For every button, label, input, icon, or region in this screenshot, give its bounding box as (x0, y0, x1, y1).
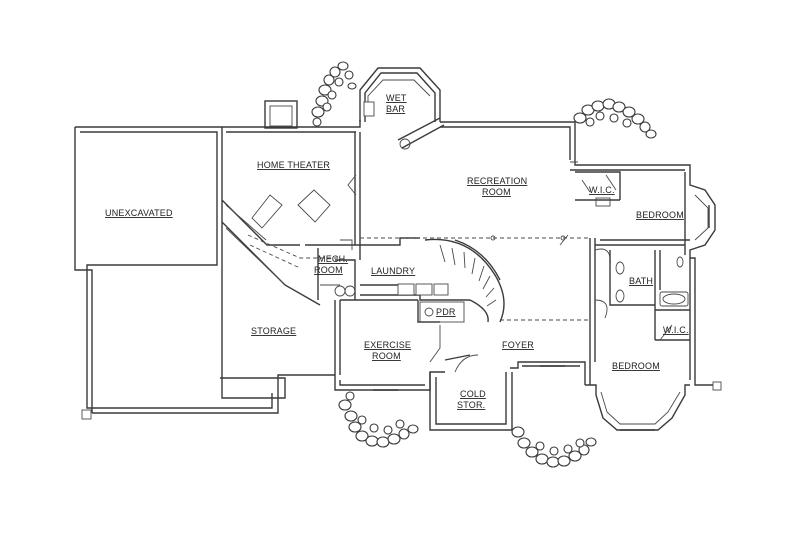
shrub (535, 441, 545, 451)
shrub (329, 66, 341, 78)
interior-walls (221, 101, 710, 431)
shrub (557, 455, 571, 467)
label-pdr: PDR (436, 307, 456, 317)
shrub (357, 415, 367, 425)
exterior-walls (74, 67, 722, 431)
label-storage: STORAGE (251, 326, 296, 336)
shrub (337, 61, 349, 71)
shrub (609, 113, 619, 123)
shrub (318, 84, 332, 96)
shrub (573, 112, 587, 124)
label-bedroom-top: BEDROOM (636, 210, 684, 220)
shrub (338, 399, 352, 411)
shrub (585, 437, 597, 447)
shrub (398, 428, 410, 440)
shrub (535, 453, 549, 465)
shrub (595, 111, 605, 121)
label-recreation-line1: RECREATION (467, 176, 527, 186)
shrub (591, 100, 605, 112)
label-cold-line1: COLD (460, 389, 486, 399)
label-exercise-line1: EXERCISE (364, 340, 411, 350)
shrub (563, 444, 573, 454)
shrub (395, 419, 405, 429)
shrub (322, 102, 332, 112)
shrub (612, 101, 626, 113)
shrub (344, 70, 354, 80)
label-wic-bottom: W.I.C. (663, 325, 689, 335)
label-foyer: FOYER (502, 340, 534, 350)
label-home-theater: HOME THEATER (257, 160, 330, 170)
shrub (387, 433, 401, 445)
shrub (517, 437, 531, 449)
shrub (622, 118, 632, 128)
label-wet-bar-line2: BAR (386, 104, 405, 114)
label-recreation-line2: ROOM (482, 187, 511, 197)
shrub (622, 106, 636, 118)
label-wet-bar-line1: WET (386, 93, 407, 103)
shrub (334, 77, 344, 87)
shrub (369, 423, 379, 433)
shrub (376, 436, 390, 448)
shrub (585, 117, 595, 127)
label-mech-line1: MECH. (318, 254, 348, 264)
label-mech-line2: ROOM (314, 265, 343, 275)
shrub (645, 129, 657, 139)
shrub (345, 391, 355, 401)
label-wic-top: W.I.C. (589, 185, 615, 195)
label-exercise-line2: ROOM (372, 351, 401, 361)
shrub (327, 90, 337, 100)
label-bath: BATH (629, 276, 653, 286)
shrub (348, 421, 362, 433)
shrub (365, 435, 379, 447)
room-labels: UNEXCAVATED HOME THEATER WET BAR RECREAT… (105, 93, 689, 410)
shrubs-top-right (573, 98, 657, 139)
shrubs-top-left (311, 61, 357, 127)
shrub (383, 425, 393, 435)
shrub (639, 121, 651, 133)
label-cold-line2: STOR. (457, 400, 485, 410)
shrub (568, 450, 582, 462)
shrub (323, 74, 335, 86)
shrub (311, 106, 325, 118)
label-laundry: LAUNDRY (371, 266, 415, 276)
shrub (631, 113, 645, 125)
label-unexcavated: UNEXCAVATED (105, 208, 173, 218)
shrub (344, 410, 358, 422)
shrubs-bottom-right (511, 426, 597, 468)
shrub (355, 430, 369, 442)
landscaping (311, 61, 657, 468)
shrub (549, 446, 559, 456)
label-bedroom-bottom: BEDROOM (612, 361, 660, 371)
shrub (525, 446, 539, 458)
shrub (407, 424, 419, 434)
shrubs-bottom-left (338, 391, 419, 448)
shrub (347, 82, 357, 90)
shrub (312, 117, 322, 127)
shrub (575, 438, 585, 448)
shrub (546, 456, 560, 468)
shrub (511, 426, 525, 438)
